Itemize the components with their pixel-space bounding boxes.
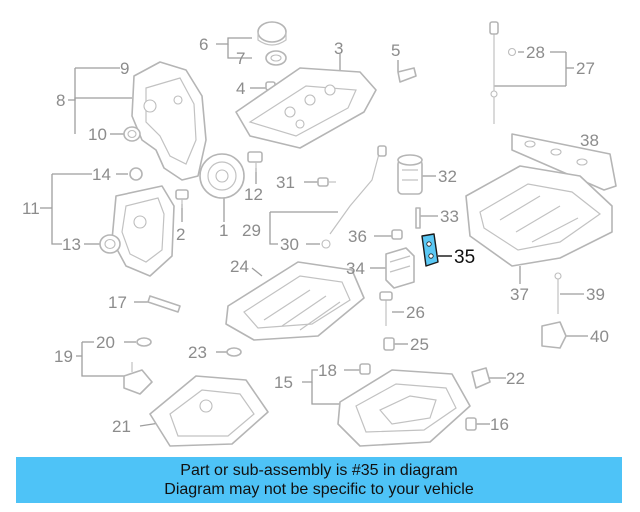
callout-24: 24 xyxy=(230,257,249,276)
callout-23: 23 xyxy=(188,343,207,362)
parts-diagram: 1 2 3 4 5 6 7 8 9 10 11 12 13 14 15 16 1… xyxy=(22,21,617,447)
callout-32: 32 xyxy=(438,167,457,186)
callout-35: 35 xyxy=(454,247,475,268)
callout-3: 3 xyxy=(334,39,343,58)
callout-39: 39 xyxy=(586,285,605,304)
callout-15: 15 xyxy=(274,373,293,392)
callout-6: 6 xyxy=(199,35,208,54)
callout-10: 10 xyxy=(88,125,107,144)
callout-12: 12 xyxy=(244,185,263,204)
callout-2: 2 xyxy=(176,225,185,244)
callout-25: 25 xyxy=(410,335,429,354)
callout-17: 17 xyxy=(108,293,127,312)
callout-37: 37 xyxy=(510,285,529,304)
callout-4: 4 xyxy=(236,79,245,98)
callout-29: 29 xyxy=(242,221,261,240)
callout-36: 36 xyxy=(348,227,367,246)
callout-19: 19 xyxy=(54,347,73,366)
callout-40: 40 xyxy=(590,327,609,346)
callout-13: 13 xyxy=(62,235,81,254)
callout-38: 38 xyxy=(580,131,599,150)
banner-line-1: Part or sub-assembly is #35 in diagram xyxy=(180,462,458,479)
callout-22: 22 xyxy=(506,369,525,388)
callout-7: 7 xyxy=(236,49,245,68)
callout-5: 5 xyxy=(391,41,400,60)
banner-line-2: Diagram may not be specific to your vehi… xyxy=(164,481,474,498)
callout-11: 11 xyxy=(22,199,40,218)
callout-21: 21 xyxy=(112,417,131,436)
part-drawings xyxy=(99,21,617,447)
callout-9: 9 xyxy=(120,59,129,78)
callout-30: 30 xyxy=(280,235,299,254)
callout-27: 27 xyxy=(576,59,595,78)
callout-16: 16 xyxy=(490,415,509,434)
callout-18: 18 xyxy=(318,361,337,380)
part-35-gasket[interactable] xyxy=(421,233,452,267)
callout-1: 1 xyxy=(219,221,228,240)
callout-26: 26 xyxy=(406,303,425,322)
callout-8: 8 xyxy=(56,91,65,110)
callout-28: 28 xyxy=(526,43,545,62)
callout-20: 20 xyxy=(96,333,115,352)
callout-33: 33 xyxy=(440,207,459,226)
callout-31: 31 xyxy=(276,173,295,192)
callout-14: 14 xyxy=(92,165,111,184)
callout-34: 34 xyxy=(346,259,365,278)
leader-lines xyxy=(40,37,588,427)
callout-labels: 1 2 3 4 5 6 7 8 9 10 11 12 13 14 15 16 1… xyxy=(22,35,609,436)
info-banner: Part or sub-assembly is #35 in diagram D… xyxy=(16,457,622,503)
